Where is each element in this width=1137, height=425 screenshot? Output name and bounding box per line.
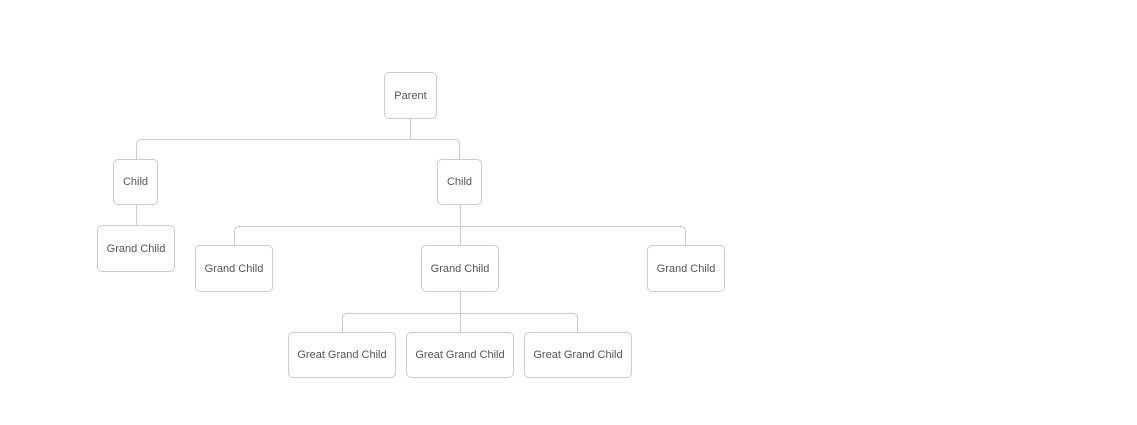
connector-grandchild-to-greatgrandchildren <box>342 292 578 332</box>
node-grand-child[interactable]: Grand Child <box>97 225 175 272</box>
connector-parent-to-children <box>136 119 460 159</box>
node-child[interactable]: Child <box>113 159 158 205</box>
node-child[interactable]: Child <box>437 159 482 205</box>
node-grand-child[interactable]: Grand Child <box>195 245 273 292</box>
node-great-grand-child[interactable]: Great Grand Child <box>288 332 396 378</box>
connector-child2-to-grandchildren <box>234 205 686 245</box>
node-great-grand-child[interactable]: Great Grand Child <box>524 332 632 378</box>
node-great-grand-child[interactable]: Great Grand Child <box>406 332 514 378</box>
node-grand-child[interactable]: Grand Child <box>421 245 499 292</box>
node-parent[interactable]: Parent <box>384 72 437 119</box>
node-grand-child[interactable]: Grand Child <box>647 245 725 292</box>
